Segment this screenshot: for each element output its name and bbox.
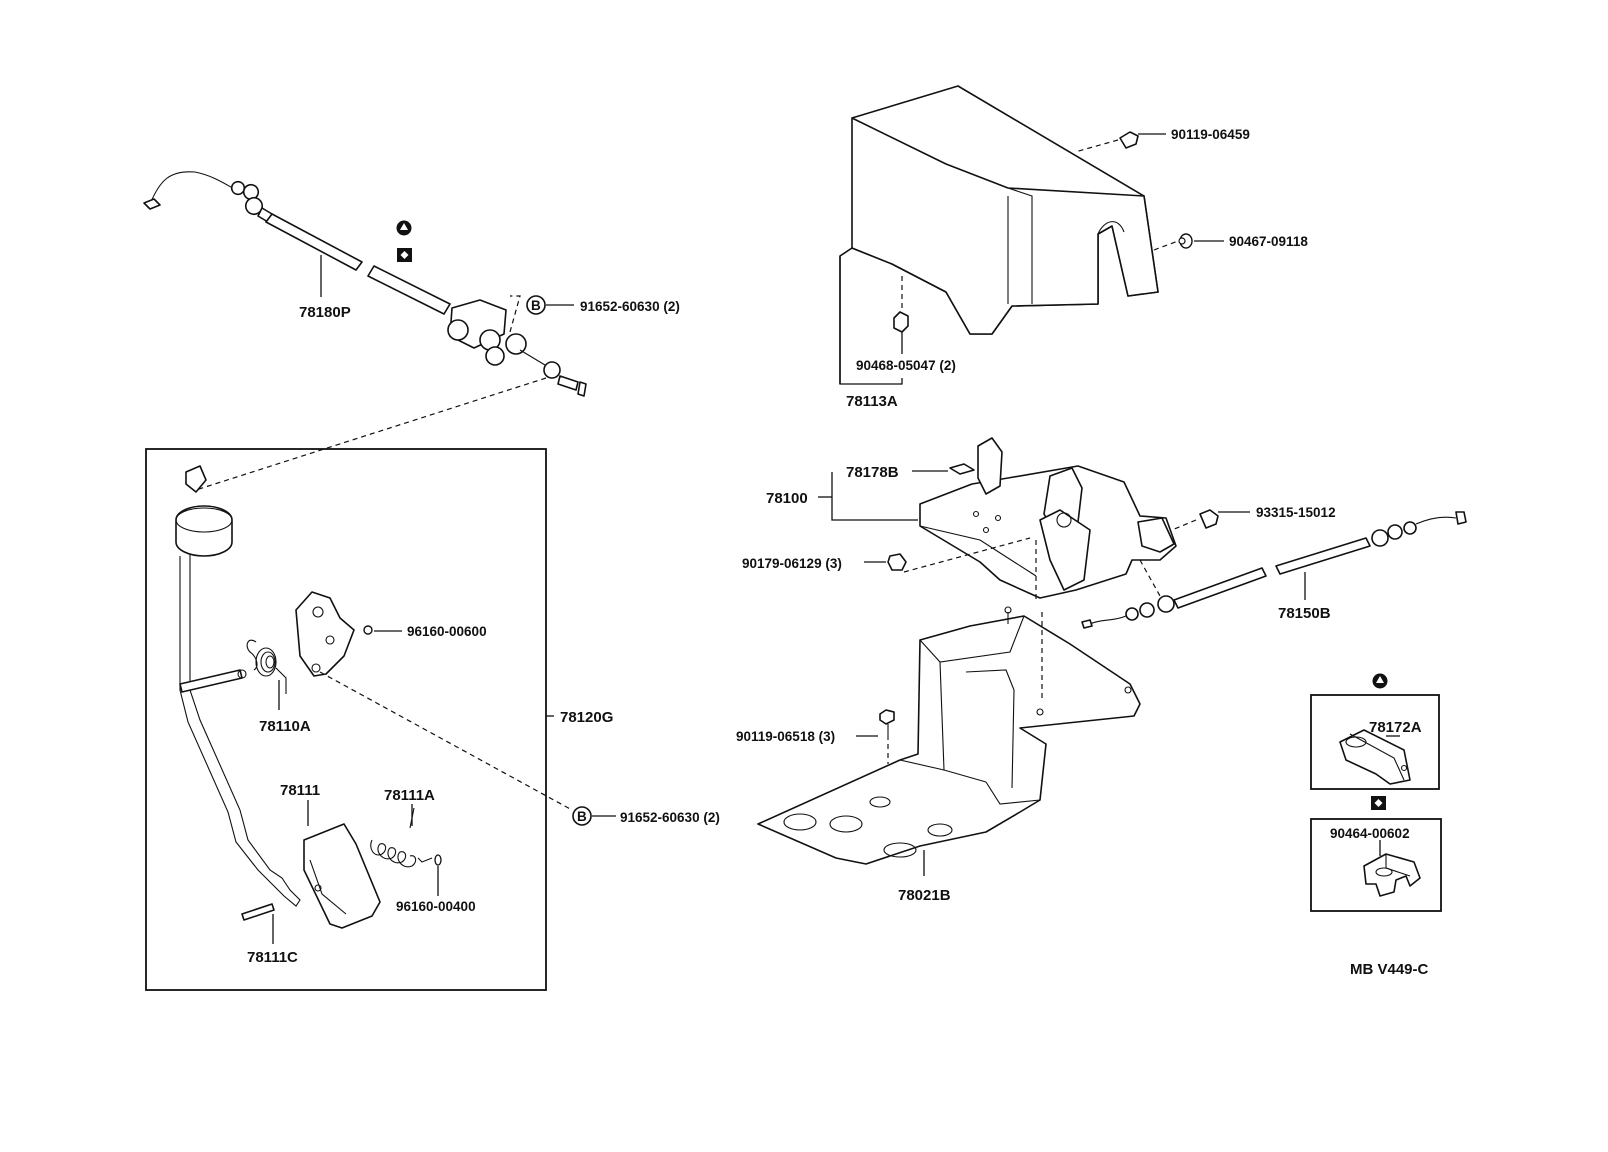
part-label-78111C: 78111C (247, 949, 298, 966)
part-label-78178B: 78178B (846, 464, 899, 481)
square-icon (397, 248, 412, 262)
part-label-90119-06518: 90119-06518 (3) (736, 729, 835, 744)
triangle-icon (1372, 673, 1388, 689)
clip-96160-00400 (434, 854, 442, 866)
accelerator-pedal-arm (175, 465, 301, 907)
part-label-96160-00600: 96160-00600 (407, 624, 487, 639)
bolt-93315-15012 (1199, 509, 1219, 529)
part-label-78111: 78111 (280, 782, 320, 799)
part-label-78100: 78100 (766, 490, 808, 507)
pedal-assembly-frame (145, 448, 547, 991)
clamp-78172A (1339, 729, 1411, 785)
part-label-78150B: 78150B (1278, 605, 1331, 622)
part-label-93315-15012: 93315-15012 (1256, 505, 1336, 520)
pedal-pad-78111 (303, 823, 381, 929)
part-label-96160-00400: 96160-00400 (396, 899, 476, 914)
b-marker-top: B (526, 295, 546, 315)
pedal-bracket-78100 (919, 437, 1177, 599)
part-label-90119-06459: 90119-06459 (1171, 127, 1250, 142)
mounting-plate-78021B (757, 606, 1141, 865)
part-label-78180P: 78180P (299, 304, 351, 321)
bolt-90119-06518 (879, 709, 895, 740)
square-icon (1371, 796, 1386, 810)
part-label-78172A: 78172A (1369, 719, 1422, 736)
clip-90467-09118 (1178, 233, 1193, 249)
pad-spring-78111A (370, 807, 433, 868)
inset-box-square (1310, 818, 1442, 912)
triangle-icon (396, 220, 412, 236)
b-marker-bottom: B (572, 806, 592, 826)
part-label-90468-05047: 90468-05047 (2) (856, 358, 956, 373)
screw-90119-06459 (1119, 131, 1139, 149)
nut-90179-06129 (887, 553, 907, 571)
throttle-cable-assembly (143, 171, 587, 397)
diagram-code: MB V449-C (1350, 961, 1429, 978)
pedal-pivot-bracket (295, 591, 355, 677)
pin-78111C (241, 903, 275, 921)
svg-text:B: B (577, 809, 587, 824)
nut-96160-00600 (363, 625, 373, 635)
svg-text:B: B (531, 298, 541, 313)
part-label-78111A: 78111A (384, 787, 435, 804)
cable-78150B (1081, 511, 1467, 629)
part-label-91652-bottom: 91652-60630 (2) (620, 810, 720, 825)
pivot-shaft (179, 669, 247, 693)
part-label-90179-06129: 90179-06129 (3) (742, 556, 842, 571)
pad-78178B (949, 463, 975, 475)
return-spring-78110A (246, 639, 287, 694)
pedal-cover-78113A (839, 85, 1159, 384)
inset-box-triangle (1310, 694, 1440, 790)
clip-90464-00602 (1363, 853, 1421, 897)
clip-90468-05047 (893, 311, 909, 333)
part-label-78110A: 78110A (259, 718, 311, 735)
part-label-90464-00602: 90464-00602 (1330, 826, 1410, 841)
part-label-78113A: 78113A (846, 393, 898, 410)
part-label-78021B: 78021B (898, 887, 951, 904)
part-label-91652-top: 91652-60630 (2) (580, 299, 680, 314)
part-label-90467-09118: 90467-09118 (1229, 234, 1308, 249)
part-label-78120G: 78120G (560, 709, 613, 726)
